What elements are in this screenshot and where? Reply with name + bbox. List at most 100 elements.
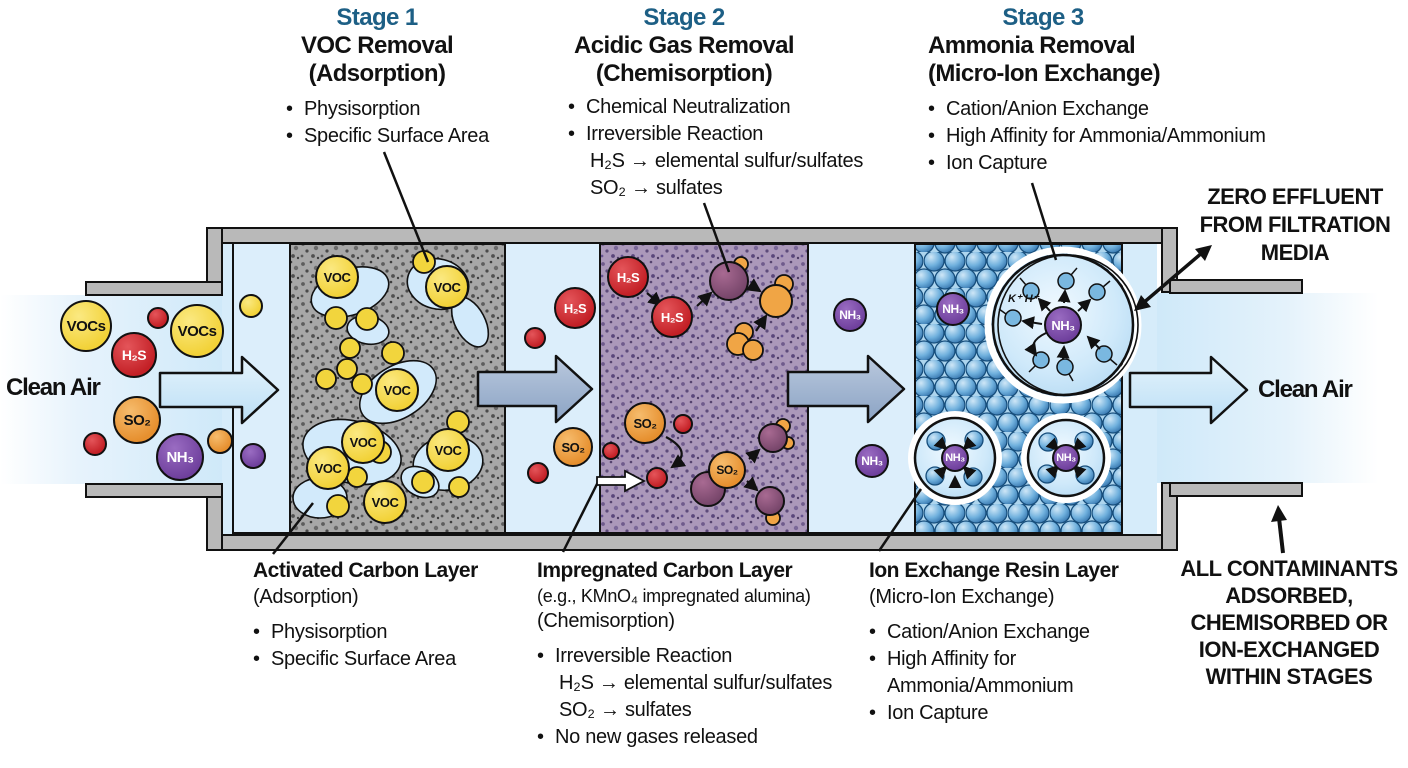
- zero-effluent-note: ZERO EFFLUENT FROM FILTRATION MEDIA: [1199, 184, 1391, 265]
- stage3-bullet: High Affinity for Ammonia/Ammonium: [928, 123, 1298, 150]
- layer2-bullet: Irreversible Reaction: [537, 643, 847, 670]
- sulfur-cluster-blob: [726, 322, 764, 361]
- stage1-bullet: Physisorption: [286, 96, 516, 123]
- annotation-arrows: [1134, 245, 1287, 554]
- particle-nh3-dot: [240, 443, 266, 469]
- particle-h2s-dot: [147, 307, 169, 329]
- particle-nh3-captured: NH₃: [941, 444, 969, 472]
- particle-voc: VOC: [306, 446, 350, 490]
- layer2-subtitle: (Chemisorption): [537, 610, 675, 632]
- layer2-reaction-line: SO₂ → sulfates: [559, 699, 692, 721]
- particle-voc-dot: [239, 294, 263, 318]
- clean-air-outlet-label: Clean Air: [1258, 376, 1353, 403]
- released-ion-note: K⁺ H⁺: [1008, 293, 1039, 305]
- layer3-title: Ion Exchange Resin Layer: [869, 559, 1119, 582]
- particle-voc: VOC: [426, 428, 470, 472]
- particle-h2s: H₂S: [607, 256, 649, 298]
- layer2-leader: [561, 481, 600, 553]
- stage3-bullet: Ion Capture: [928, 150, 1298, 177]
- stage1-title: VOC Removal: [300, 32, 454, 59]
- stage2-bullet: Chemical Neutralization: [568, 94, 878, 121]
- stage2-reaction-products: [690, 256, 795, 526]
- stage3-label: Stage 3: [1002, 4, 1084, 31]
- layer3-leader: [877, 488, 923, 552]
- particle-nh3: NH₃: [156, 433, 204, 481]
- particle-so2: SO₂: [624, 402, 666, 444]
- stage2-reaction-arrows: [646, 278, 768, 492]
- particle-voc: VOC: [341, 420, 385, 464]
- layer3-bullet: Ion Capture: [869, 700, 1109, 727]
- stage2-leader: [702, 202, 731, 273]
- layer1-label-block: Activated Carbon Layer (Adsorption) Phys…: [253, 558, 518, 673]
- stage2-reaction-line: SO₂ → sulfates: [590, 177, 723, 199]
- stage2-subtitle: (Chemisorption): [595, 60, 773, 87]
- stage2-bullet: Irreversible Reaction: [568, 121, 878, 148]
- particle-so2: SO₂: [708, 451, 746, 489]
- layer3-bullet: Cation/Anion Exchange: [869, 619, 1109, 646]
- stage2-label: Stage 2: [643, 4, 725, 31]
- stage2-reaction-line: H₂S → elemental sulfur/sulfates: [590, 150, 864, 172]
- particle-h2s-dot: [602, 442, 620, 460]
- layer2-title: Impregnated Carbon Layer: [537, 559, 793, 582]
- stage1-subtitle: (Adsorption): [308, 60, 446, 87]
- layer1-bullet: Physisorption: [253, 619, 518, 646]
- particle-h2s-dot: [646, 467, 668, 489]
- layer3-subtitle: (Micro-Ion Exchange): [869, 586, 1055, 608]
- particle-h2s: H₂S: [111, 332, 157, 378]
- particle-h2s-dot: [524, 327, 546, 349]
- inlet-flow-arrow: [158, 355, 280, 425]
- particle-so2: SO₂: [553, 427, 593, 467]
- clean-air-inlet-label: Clean Air: [6, 374, 101, 401]
- layer3-bullet: High Affinity for Ammonia/Ammonium: [869, 646, 1109, 700]
- stage3-header: Stage 3 Ammonia Removal (Micro-Ion Excha…: [928, 4, 1288, 88]
- stage1-to-stage2-arrow: [476, 354, 594, 424]
- duct-walls: [85, 227, 1303, 551]
- layer2-reaction-line: H₂S → elemental sulfur/sulfates: [559, 672, 833, 694]
- stage3-bullets: Cation/Anion Exchange High Affinity for …: [928, 96, 1298, 177]
- layer2-label-block: Impregnated Carbon Layer (e.g., KMnO₄ im…: [537, 558, 847, 751]
- layer2-bullet: No new gases released: [537, 724, 847, 751]
- stage1-leader: [382, 151, 430, 263]
- stage2-header: Stage 2 Acidic Gas Removal (Chemisorptio…: [550, 4, 818, 88]
- particle-vocs: VOCs: [60, 300, 112, 352]
- stage1-bullets: Physisorption Specific Surface Area: [286, 96, 516, 150]
- stage3-leader: [1030, 182, 1058, 261]
- leader-lines: [272, 151, 1058, 555]
- layer3-label-block: Ion Exchange Resin Layer (Micro-Ion Exch…: [869, 558, 1119, 727]
- flow-arrows: [158, 354, 1249, 425]
- particle-so2: SO₂: [113, 396, 161, 444]
- layer1-title: Activated Carbon Layer: [253, 559, 478, 582]
- impregnated-layer-white-arrow: [596, 469, 646, 493]
- particle-voc: VOC: [315, 255, 359, 299]
- particle-nh3: NH₃: [936, 292, 970, 326]
- layer1-leader: [272, 502, 314, 555]
- particle-h2s-dot: [527, 462, 549, 484]
- stage3-subtitle: (Micro-Ion Exchange): [928, 60, 1161, 87]
- particle-voc: VOC: [375, 368, 419, 412]
- particle-nh3: NH₃: [833, 298, 867, 332]
- particle-h2s: H₂S: [651, 296, 693, 338]
- particle-nh3-captured: NH₃: [1052, 444, 1080, 472]
- outlet-flow-arrow: [1128, 355, 1249, 425]
- stage3-bullet: Cation/Anion Exchange: [928, 96, 1298, 123]
- stage2-title: Acidic Gas Removal: [574, 32, 795, 59]
- layer1-bullet: Specific Surface Area: [253, 646, 518, 673]
- particle-h2s: H₂S: [554, 287, 596, 329]
- particle-voc: VOC: [425, 265, 469, 309]
- layer2-note: (e.g., KMnO₄ impregnated alumina): [537, 586, 811, 606]
- particle-nh3: NH₃: [855, 444, 889, 478]
- particle-nh3-captured: NH₃: [1044, 306, 1082, 344]
- particle-vocs: VOCs: [170, 304, 224, 358]
- stage1-bullet: Specific Surface Area: [286, 123, 516, 150]
- particle-so2-dot: [207, 428, 233, 454]
- particle-h2s-dot: [673, 414, 693, 434]
- stage3-title: Ammonia Removal: [928, 32, 1136, 59]
- stage1-voc-dots: [315, 250, 470, 518]
- all-contaminants-note: ALL CONTAMINANTS ADSORBED, CHEMISORBED O…: [1180, 556, 1398, 689]
- layer1-subtitle: (Adsorption): [253, 586, 359, 608]
- stage1-label: Stage 1: [336, 4, 418, 31]
- particle-h2s-dot: [83, 432, 107, 456]
- particle-voc: VOC: [363, 480, 407, 524]
